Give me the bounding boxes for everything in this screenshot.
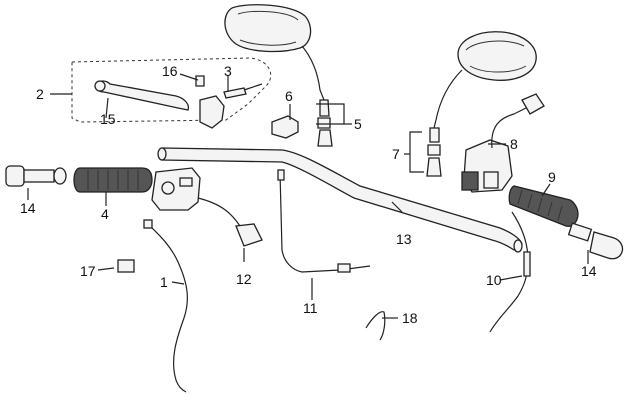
right-grip [508,185,624,260]
left-grip [5,165,153,193]
right-mirror [426,31,537,177]
label-5: 5 [354,116,362,132]
label-14-right: 14 [581,263,597,279]
label-17: 17 [80,263,96,279]
cable-11 [277,169,371,273]
cable-1 [143,219,188,393]
handlebar [157,147,523,253]
label-14-left: 14 [20,200,36,216]
left-switch-housing [151,167,201,211]
right-switch-wire [491,93,545,149]
label-3: 3 [224,63,232,79]
lever-assembly [71,57,272,129]
label-8: 8 [510,136,518,152]
label-4: 4 [101,206,109,222]
label-18: 18 [402,310,418,326]
left-mirror [224,4,333,147]
label-9: 9 [548,169,556,185]
label-6: 6 [285,88,293,104]
label-16: 16 [162,63,178,79]
label-13: 13 [396,231,412,247]
part-labels: 2 15 16 3 6 5 7 8 9 14 4 13 12 10 14 17 … [20,63,597,326]
bracket-18 [365,311,386,341]
clamp-part [271,115,299,139]
clip-17 [117,259,135,273]
label-7: 7 [392,146,400,162]
label-2: 2 [36,86,44,102]
throttle-cable [489,211,531,333]
label-1: 1 [160,274,168,290]
right-switch-housing [461,139,513,193]
label-11: 11 [303,300,318,316]
left-switch-wire [197,197,263,247]
label-15: 15 [100,111,116,127]
label-12: 12 [236,271,252,287]
leader-lines [27,73,589,319]
label-10: 10 [486,272,502,288]
